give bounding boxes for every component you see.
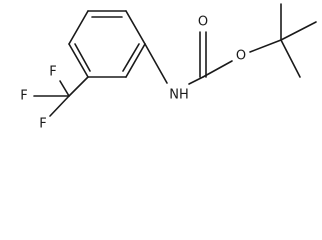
tbutyl-methyl-right-bond <box>280 21 317 41</box>
molecule-structure: F F F NH O O <box>20 3 317 132</box>
ring-bond-3 <box>125 43 146 78</box>
ring-bond-5 <box>68 43 89 78</box>
fluorine-top-label: F <box>49 65 56 80</box>
tbutyl-methyl-bottom-bond <box>280 39 301 78</box>
fluorine-left-label: F <box>20 89 27 104</box>
cf3-f-bottom-bond <box>49 95 70 117</box>
cf3-f-top-bond <box>59 80 70 97</box>
nh-label: NH <box>169 88 189 103</box>
tert-butyl-group <box>280 3 317 78</box>
carbamate-chain: NH O O <box>144 15 282 103</box>
trifluoromethyl-group: F F F <box>20 65 89 132</box>
carbonyl-to-ester-o-bond <box>202 60 233 78</box>
ring-bond-2 <box>125 10 146 45</box>
nh-to-carbonyl-bond <box>188 76 204 85</box>
ring-to-cf3-bond <box>68 76 89 97</box>
ring-double-bond-left <box>74 43 91 72</box>
ring-bond-6 <box>68 10 89 45</box>
ester-o-to-tbutyl-bond <box>249 39 282 53</box>
ester-oxygen-label: O <box>236 49 246 64</box>
fluorine-bottom-label: F <box>39 117 46 132</box>
benzene-ring <box>68 10 146 78</box>
ring-double-bond-right <box>122 43 140 72</box>
carbonyl-oxygen-label: O <box>198 15 208 30</box>
ring-to-nh-bond <box>144 43 168 84</box>
